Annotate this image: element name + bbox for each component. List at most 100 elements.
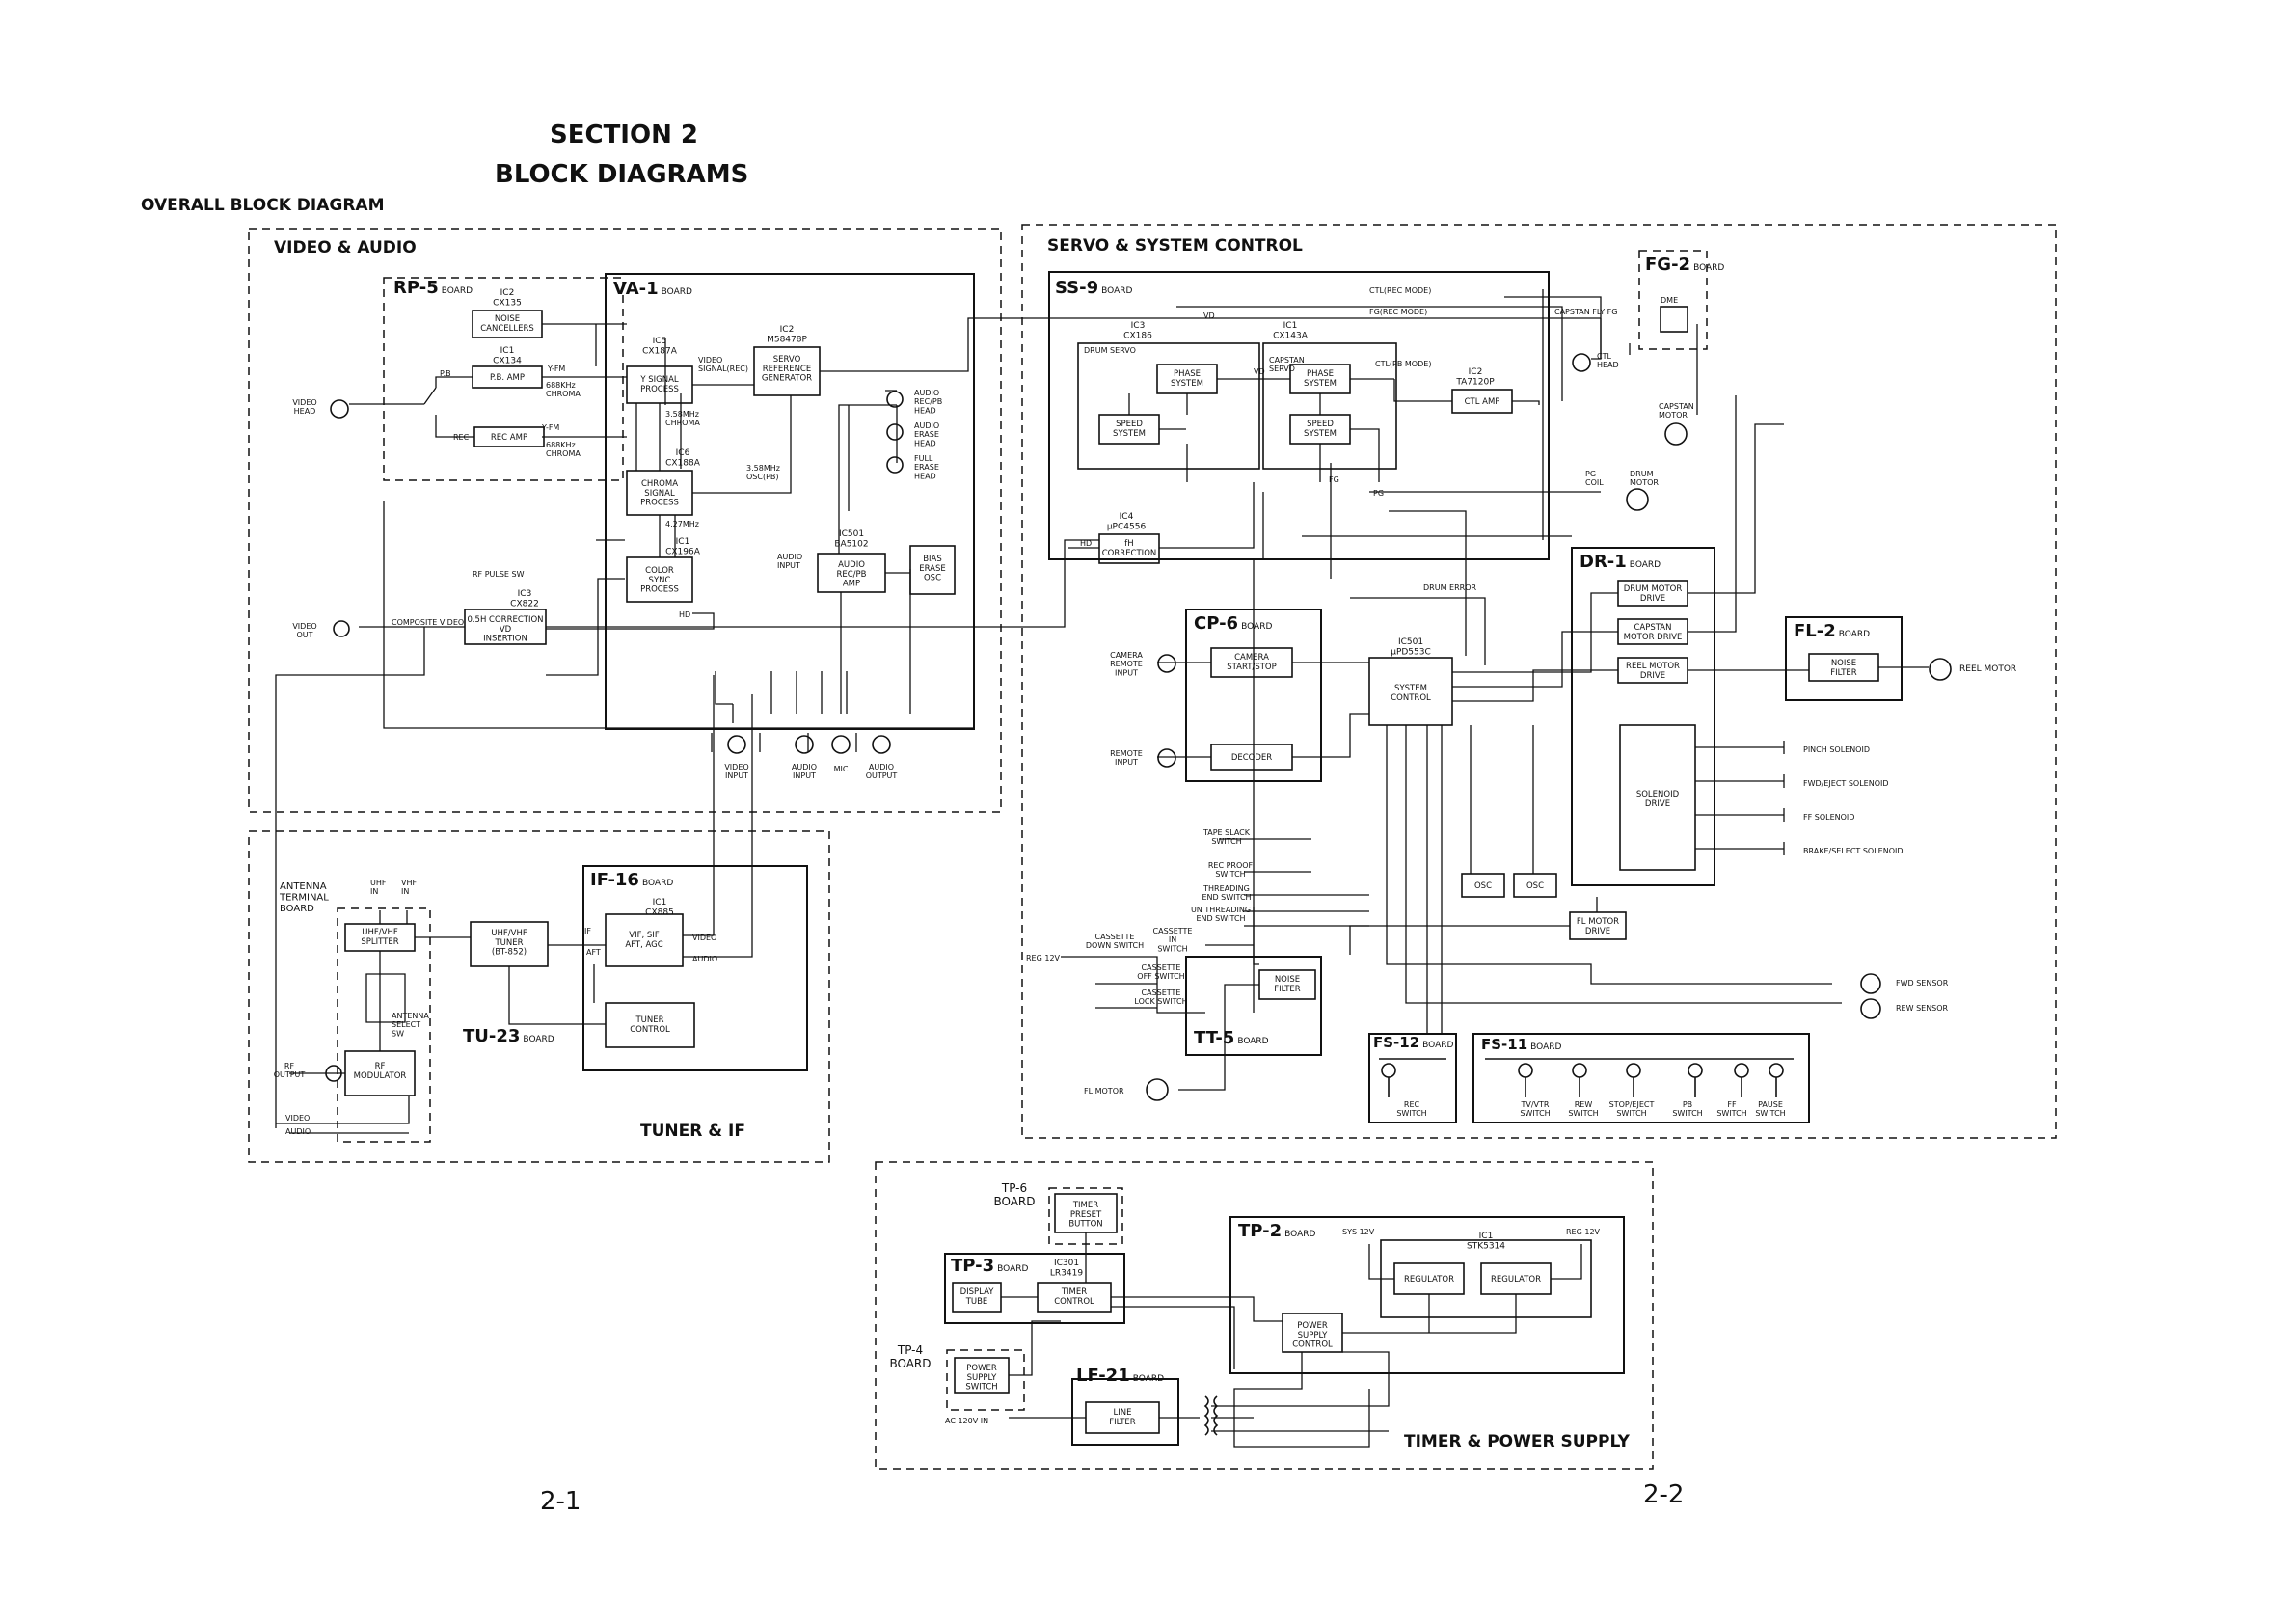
mic-jack xyxy=(831,735,851,754)
label-mhz427: 4.27MHz xyxy=(665,520,699,528)
label-fg: FG xyxy=(1329,475,1339,484)
label-hd-va1: HD xyxy=(679,610,690,619)
audio-input-jack xyxy=(795,735,814,754)
audio-erase-head-jack xyxy=(886,423,904,441)
fl2-board-frame xyxy=(1785,616,1903,701)
solenoid-drive-box xyxy=(1619,724,1696,871)
label-mic: MIC xyxy=(834,765,849,773)
rp5-board-frame xyxy=(383,277,624,481)
signal-lines-video-audio xyxy=(275,317,1099,1128)
label-vd1: VD xyxy=(1203,311,1215,320)
label-rew-sensor: REW SENSOR xyxy=(1896,1004,1949,1013)
label-pg: PG xyxy=(1373,489,1384,498)
label-if-lbl: IF xyxy=(584,927,591,935)
label-hd-ss9: HD xyxy=(1080,539,1092,548)
label-fwd-sensor: FWD SENSOR xyxy=(1896,979,1949,988)
camera-remote-jack xyxy=(1157,654,1176,673)
label-vd2: VD xyxy=(1254,367,1265,376)
signal-lines-tuner xyxy=(276,675,753,1134)
block-label-decoder: DECODER xyxy=(1231,753,1272,763)
signal-lines-timer xyxy=(1001,1232,1582,1448)
label-video-bus: VIDEO xyxy=(285,1114,310,1123)
block-label-osc1: OSC xyxy=(1474,881,1492,891)
front-switch-indicators xyxy=(1379,1058,1794,1097)
audio-rec-head-jack xyxy=(886,391,904,408)
label-reg12v-servo: REG 12V xyxy=(1026,954,1061,962)
va1-board-frame xyxy=(605,273,975,730)
label-dme: DME xyxy=(1661,296,1678,305)
region-title-servo: SERVO & SYSTEM CONTROL xyxy=(1047,236,1303,256)
osc1-box xyxy=(1461,873,1505,898)
dme-box xyxy=(1660,306,1688,333)
diagram-subtitle: OVERALL BLOCK DIAGRAM xyxy=(141,196,385,215)
fwd-sensor-icon xyxy=(1860,973,1881,994)
block-label-rec_amp: REC AMP xyxy=(491,433,527,443)
video-input-jack xyxy=(727,735,746,754)
tp2-board-frame xyxy=(1229,1216,1625,1374)
label-video-if: VIDEO xyxy=(692,934,716,942)
lf21-board-frame xyxy=(1071,1378,1179,1446)
label-pinch-solenoid: PINCH SOLENOID xyxy=(1803,745,1870,754)
label-brake-select-solenoid: BRAKE/SELECT SOLENOID xyxy=(1803,847,1904,855)
tp3-board-frame xyxy=(944,1253,1125,1324)
region-video-audio xyxy=(248,228,1002,813)
full-erase-head-jack xyxy=(886,456,904,474)
label-composite-video: COMPOSITE VIDEO xyxy=(392,618,464,627)
label-yfm2: Y-FM xyxy=(541,423,559,432)
label-rec: REC xyxy=(453,433,470,442)
tuner-control-box xyxy=(605,1002,695,1048)
fs11-board-frame xyxy=(1472,1033,1810,1123)
label-capstan-fly-fg: CAPSTAN FLY FG xyxy=(1554,308,1617,316)
